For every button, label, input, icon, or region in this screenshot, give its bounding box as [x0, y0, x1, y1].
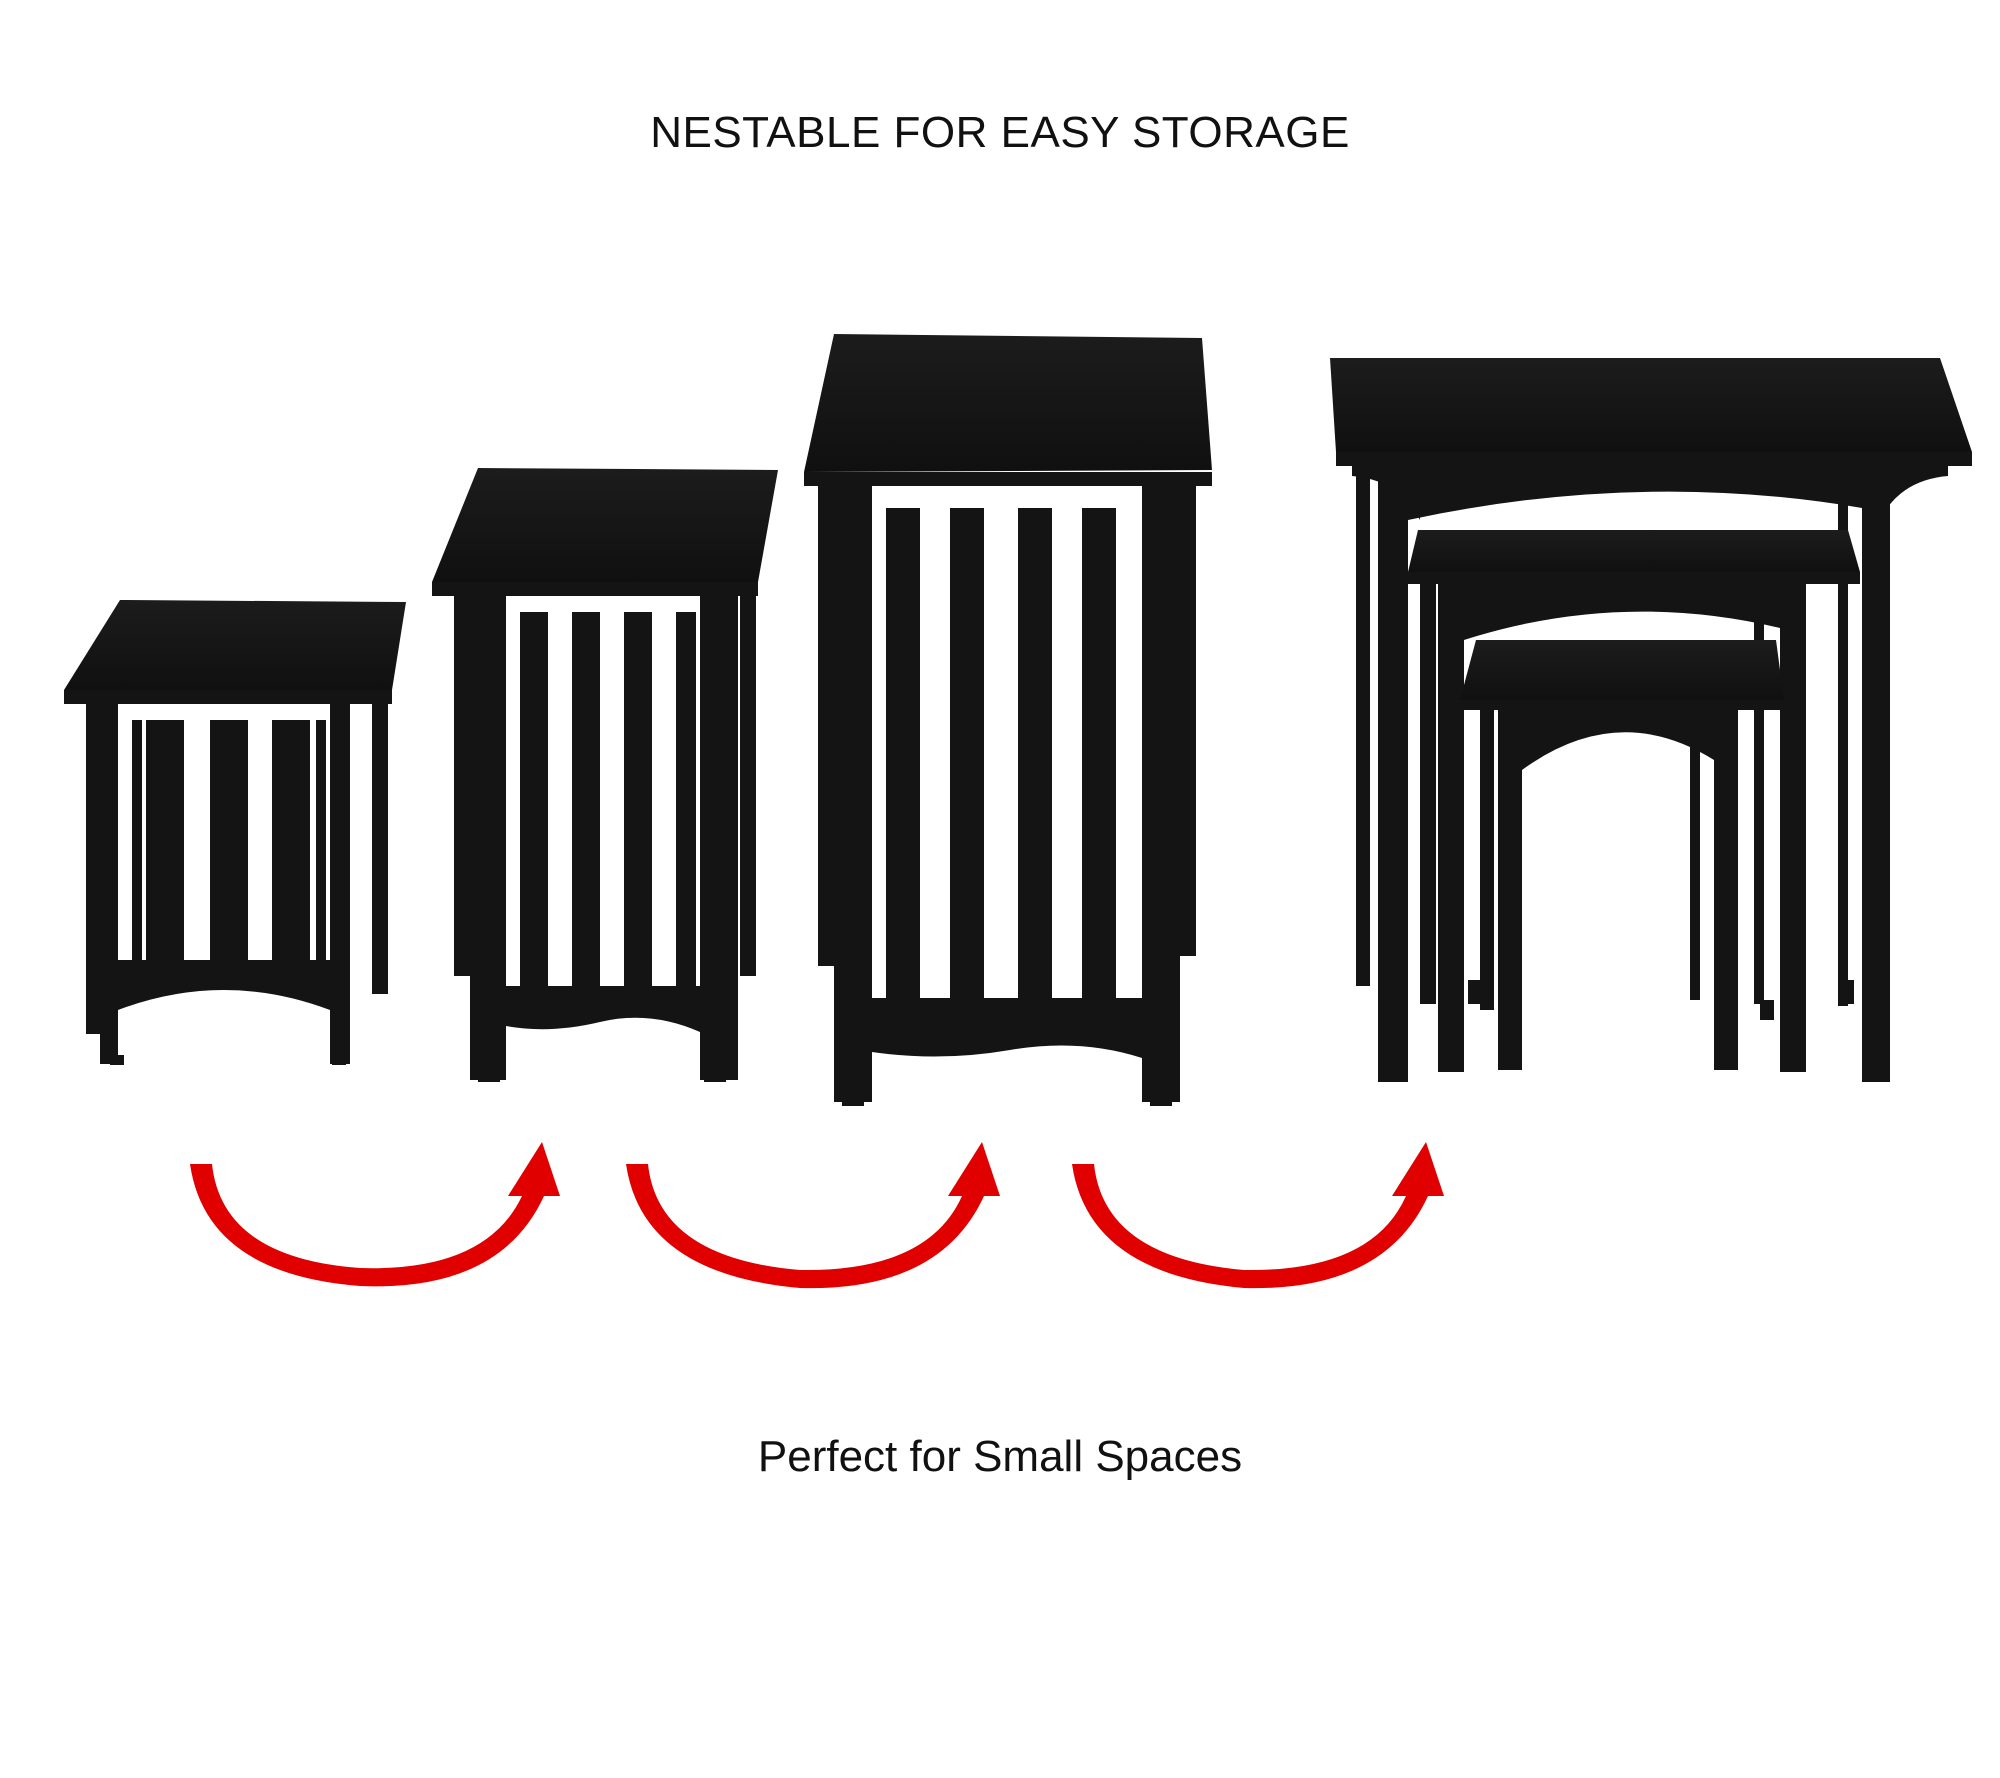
large-table [804, 334, 1212, 1106]
curved-arrow-2 [626, 1142, 1000, 1289]
curved-arrow-3 [1072, 1142, 1444, 1289]
headline: NESTABLE FOR EASY STORAGE [650, 108, 1350, 157]
nested-tables [1330, 358, 1972, 1082]
subheadline: Perfect for Small Spaces [757, 1432, 1243, 1481]
medium-table [432, 468, 778, 1082]
curved-arrow-1 [190, 1142, 560, 1287]
small-table [64, 600, 406, 1065]
